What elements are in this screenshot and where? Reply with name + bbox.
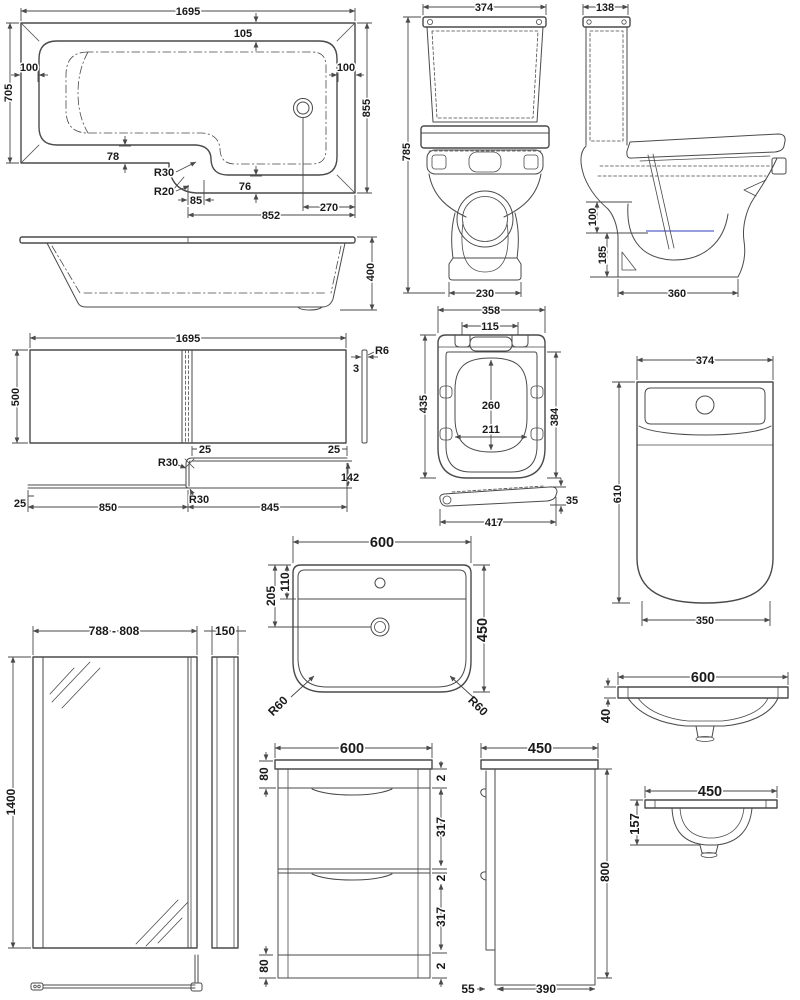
dim-vanity-plinth-height: 80 [257,959,271,973]
toilet-side-view: 138 100 185 360 [580,1,787,302]
dim-panel-height: 500 [10,388,22,406]
dim-toilet-base-width: 230 [476,288,494,300]
dim-basin-profile-width: 600 [691,670,715,686]
dim-vanity-gap-top: 2 [434,774,448,781]
dim-seat-hinge-centres: 115 [481,321,499,333]
dim-screen-width-range: 788 - 808 [89,624,140,638]
pedestal-front-view: 374 610 350 [611,354,774,629]
dim-panel-right-section: 845 [261,502,279,514]
bath-plan-view: 1695 105 100 100 705 855 78 R30 R20 85 7 [2,5,375,224]
dim-bath-radius-outer: R20 [154,186,174,198]
dim-panel-radius-top: R30 [158,457,178,469]
dim-bath-head-rim: 105 [234,28,252,40]
dim-seat-depth: 435 [418,395,430,413]
toilet-seat-view: 260 211 358 115 435 384 35 417 [417,304,580,531]
dim-basin-radius-left: R60 [265,693,291,719]
bath-panel-view: 1695 500 R6 3 25 R30 25 142 25 850 R30 8… [9,332,391,516]
basin-plan-view: 600 205 110 450 R60 R60 [263,534,493,721]
dim-pedestal-width: 374 [696,355,715,367]
dim-seat-side-height: 35 [566,495,578,507]
dim-panel-return-depth: 142 [341,472,359,484]
dim-vanity-toe-recess: 55 [461,982,475,996]
dim-seat-lid-depth: 384 [549,407,561,426]
dim-basin-depth: 450 [475,618,491,642]
dim-seat-side-length: 417 [485,517,503,529]
dim-bath-width-right: 855 [361,99,373,117]
dim-panel-return-top: 25 [199,444,211,456]
dim-panel-length: 1695 [176,333,200,345]
dim-pedestal-height: 610 [612,485,624,503]
dim-vanity-drawer-lower: 317 [434,907,448,927]
dim-panel-return-left: 25 [14,498,26,510]
dim-seat-aperture-depth: 260 [482,400,500,412]
shower-screen-view: 788 - 808 150 1400 [3,623,246,992]
dim-seat-width: 358 [482,305,500,317]
dim-bath-rim-front: 76 [239,181,251,193]
dim-basin-side-height: 157 [627,813,642,835]
vanity-side-view: 450 800 55 390 [460,740,614,998]
dim-bath-rim-left: 100 [20,62,38,74]
dim-screen-panel-width: 150 [215,624,235,638]
dim-panel-edge-radius: R6 [375,345,389,357]
dim-panel-return-right: 25 [328,444,340,456]
dim-basin-rim-height: 40 [598,709,613,723]
dim-bath-lower-length: 852 [262,210,280,222]
dim-vanity-width: 600 [340,741,364,757]
dim-basin-radius-right: R60 [465,693,491,719]
dim-bath-width-left: 705 [3,84,15,102]
dim-toilet-trap-height: 100 [587,208,599,226]
dim-bath-rim-foot: 78 [107,151,119,163]
dim-bath-rim-right: 100 [337,62,355,74]
dim-basin-ledge-depth: 110 [278,572,292,592]
dim-vanity-height: 800 [598,862,612,882]
dim-bath-radius-inner: R30 [154,167,174,179]
toilet-front-view: 374 785 230 [400,1,550,302]
dim-vanity-base-depth: 390 [536,982,556,996]
basin-front-profile-view: 600 40 [597,669,789,742]
dim-vanity-top-height: 80 [257,767,271,781]
basin-side-profile-view: 450 157 [626,783,778,858]
dim-toilet-inlet-height: 185 [597,246,609,264]
dim-toilet-height: 785 [401,143,413,161]
bath-side-view: 400 [19,236,379,311]
dim-vanity-drawer-upper: 317 [434,817,448,837]
dim-vanity-gap-mid: 2 [434,874,448,881]
dim-seat-aperture-width: 211 [482,424,500,436]
vanity-front-view: 600 80 80 2 317 2 317 2 [256,740,450,987]
dim-pedestal-base-width: 350 [696,615,714,627]
dim-vanity-gap-bottom: 2 [434,962,448,969]
dim-basin-width: 600 [370,535,394,551]
dim-screen-height: 1400 [4,788,18,815]
dim-basin-tap-to-waste: 205 [264,586,278,606]
dim-bath-waste-offset: 270 [320,202,338,214]
dim-panel-radius-bottom: R30 [189,494,209,506]
dim-vanity-depth: 450 [528,741,552,757]
dim-panel-thickness: 3 [353,363,359,375]
dim-panel-left-section: 850 [99,502,117,514]
dim-toilet-width: 374 [475,2,494,14]
dim-toilet-depth: 138 [596,2,614,14]
dim-toilet-base-depth: 360 [668,288,686,300]
dim-basin-side-depth: 450 [698,784,722,800]
dim-bath-height: 400 [365,263,377,281]
dim-bath-step: 85 [190,195,202,207]
dim-bath-length: 1695 [176,6,200,18]
